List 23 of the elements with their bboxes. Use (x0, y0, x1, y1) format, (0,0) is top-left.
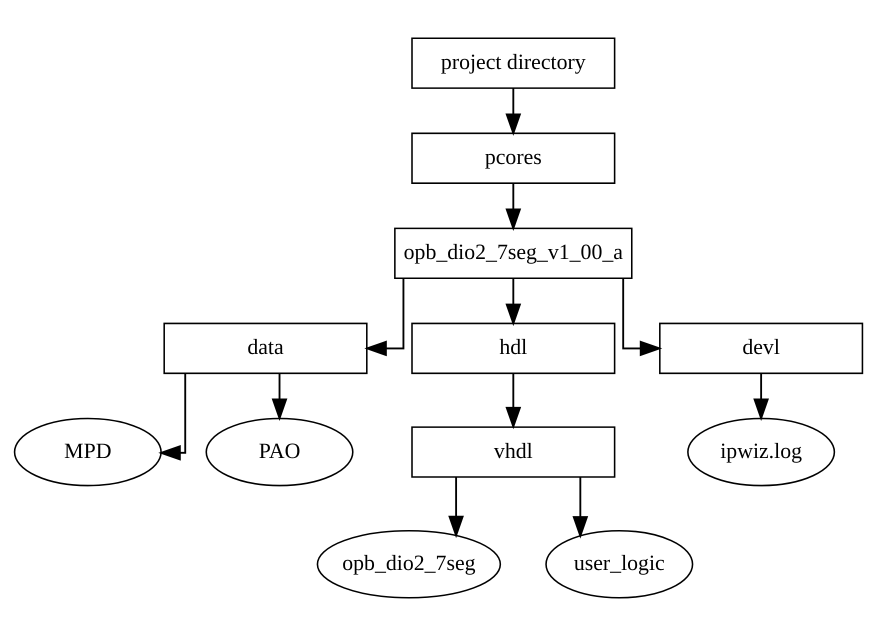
arrow (505, 278, 522, 326)
node-box: hdl (411, 322, 616, 374)
node-ellipse: ipwiz.log (687, 417, 836, 486)
arrow (505, 88, 522, 136)
node-box: project directory (411, 36, 616, 88)
arrow (622, 278, 662, 356)
arrow (448, 477, 464, 538)
node-ellipse: MPD (14, 417, 162, 486)
arrow (364, 278, 404, 356)
arrow (158, 373, 186, 460)
arrow (272, 372, 288, 420)
node-ellipse: PAO (206, 417, 354, 486)
arrow (753, 372, 769, 420)
node-ellipse: opb_dio2_7seg (316, 529, 502, 598)
node-box: pcores (411, 132, 616, 184)
node-box: opb_dio2_7seg_v1_00_a (394, 227, 633, 279)
arrow (505, 182, 522, 231)
node-box: vhdl (411, 426, 616, 478)
node-ellipse: user_logic (545, 529, 694, 598)
node-box: data (163, 322, 368, 374)
arrow (572, 477, 588, 538)
arrow (505, 372, 522, 429)
node-box: devl (659, 322, 864, 374)
